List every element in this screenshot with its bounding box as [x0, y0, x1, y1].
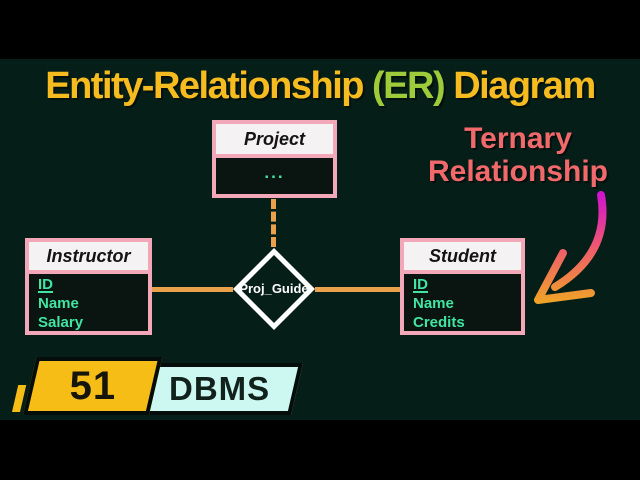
title-er-highlight: (ER) [372, 65, 454, 107]
series-label: DBMS [169, 370, 271, 407]
ternary-annotation: Ternary Relationship [393, 122, 640, 188]
connector-relationship-student [315, 287, 400, 292]
entity-instructor: Instructor ID Name Salary [25, 238, 152, 335]
episode-badge: 51 [23, 357, 163, 415]
entity-student-name: Student [404, 242, 521, 270]
project-attribute-ellipsis: ... [264, 163, 285, 182]
entity-project-name: Project [216, 124, 333, 154]
instructor-attribute-name: Name [38, 295, 79, 312]
entity-instructor-name: Instructor [29, 242, 148, 270]
instructor-attribute-id: ID [38, 276, 53, 293]
connector-instructor-relationship [152, 287, 233, 292]
ternary-annotation-line2: Relationship [427, 155, 608, 188]
entity-instructor-attributes: ID Name Salary [29, 274, 148, 331]
relationship-label: Proj_Guide [239, 281, 309, 296]
entity-student-attributes: ID Name Credits [404, 274, 521, 331]
connector-project-relationship-dashed [271, 199, 276, 247]
ternary-arrow-icon [534, 191, 607, 304]
title-part1: Entity-Relationship [45, 65, 373, 107]
student-attribute-name: Name [413, 295, 454, 312]
entity-student: Student ID Name Credits [400, 238, 525, 335]
entity-project-attributes: ... [216, 158, 333, 194]
ternary-annotation-line1: Ternary [464, 122, 572, 155]
student-attribute-id: ID [413, 276, 428, 293]
instructor-attribute-salary: Salary [38, 314, 84, 331]
entity-project: Project ... [212, 120, 337, 198]
student-attribute-credits: Credits [413, 314, 465, 331]
episode-number: 51 [69, 363, 116, 408]
title-part2: Diagram [453, 65, 596, 107]
page-title: Entity-Relationship (ER) Diagram [0, 61, 640, 111]
series-badge: DBMS [137, 363, 304, 415]
